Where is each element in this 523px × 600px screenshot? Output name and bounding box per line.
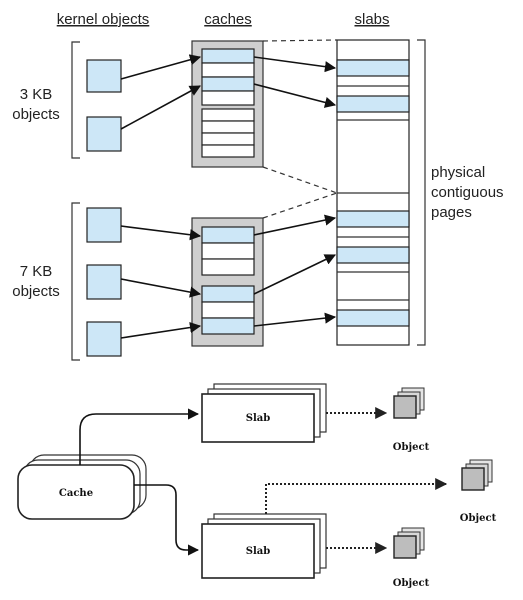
label-physical: physical (431, 164, 485, 181)
object-label-3: Object (393, 578, 430, 589)
slab-bottom: Slab (201, 513, 327, 579)
object-node-2: Object (460, 459, 497, 524)
label-pages: pages (431, 204, 472, 221)
arrow-cache-slab-top (79, 408, 200, 465)
arrow-cache-slab-3 (253, 214, 337, 236)
object-label-1: Object (393, 442, 430, 453)
object-node-3: Object (393, 527, 430, 589)
label-3kb: 3 KB (20, 86, 53, 103)
arrow-obj5-cache (120, 321, 202, 339)
slab-bottom-label: Slab (246, 546, 271, 557)
dash-connector-1 (262, 39, 338, 42)
bracket-3kb (71, 41, 80, 159)
arrow-obj1-cache (120, 54, 202, 80)
label-contiguous: contiguous (431, 184, 504, 201)
dash-connector-3 (262, 192, 338, 219)
kernel-object-7kb-3 (86, 321, 122, 357)
object-node-1: Object (393, 387, 430, 453)
kernel-object-7kb-2 (86, 264, 122, 300)
arrow-cache-slab-5 (253, 312, 337, 327)
slab-allocation-diagram: kernel objects caches slabs 3 KB objects… (12, 11, 504, 361)
slabs-column (336, 39, 410, 346)
cache-7kb (191, 217, 264, 347)
label-3kb-objects: objects (12, 106, 60, 123)
arrow-cache-slab-4 (253, 254, 337, 295)
arrow-obj3-cache (120, 225, 202, 241)
arrow-obj2-cache (120, 85, 201, 130)
dotted-slab-bottom-object-upper (265, 478, 448, 514)
bracket-pages (417, 39, 426, 346)
header-kernel-objects: kernel objects (57, 11, 150, 28)
header-caches: caches (204, 11, 252, 28)
cache-slab-object-diagram: Cache Slab Slab Object (17, 383, 497, 589)
arrow-obj4-cache (120, 278, 202, 298)
arrow-cache-slab-1 (253, 56, 337, 73)
header-slabs: slabs (354, 11, 389, 28)
label-7kb: 7 KB (20, 263, 53, 280)
kernel-object-3kb-2 (86, 116, 122, 152)
cache-node: Cache (17, 454, 147, 520)
cache-label: Cache (59, 488, 93, 499)
slab-top-label: Slab (246, 413, 271, 424)
cache-3kb (191, 40, 264, 168)
kernel-object-7kb-1 (86, 207, 122, 243)
arrow-cache-slab-bottom (134, 484, 200, 556)
kernel-object-3kb-1 (86, 59, 122, 93)
arrow-cache-slab-2 (253, 83, 337, 108)
object-label-2: Object (460, 513, 497, 524)
slab-top: Slab (201, 383, 327, 443)
bracket-7kb (71, 202, 80, 361)
dash-connector-2 (262, 166, 338, 194)
label-7kb-objects: objects (12, 283, 60, 300)
